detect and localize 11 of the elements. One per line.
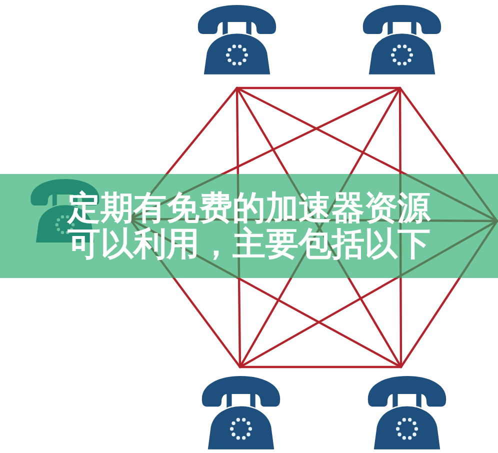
telephone-icon bbox=[200, 376, 282, 450]
connector-line bbox=[398, 86, 498, 222]
telephone-icon bbox=[366, 376, 448, 450]
connector-line bbox=[236, 86, 402, 90]
connector-line bbox=[400, 220, 498, 368]
telephone-icon bbox=[361, 5, 443, 75]
connector-line bbox=[238, 366, 402, 368]
caption-banner: 定期有免费的加速器资源可以利用，主要包括以下 bbox=[0, 174, 498, 278]
connector-line bbox=[398, 86, 402, 368]
connector-line bbox=[238, 220, 498, 368]
telephone-icon bbox=[196, 5, 278, 75]
